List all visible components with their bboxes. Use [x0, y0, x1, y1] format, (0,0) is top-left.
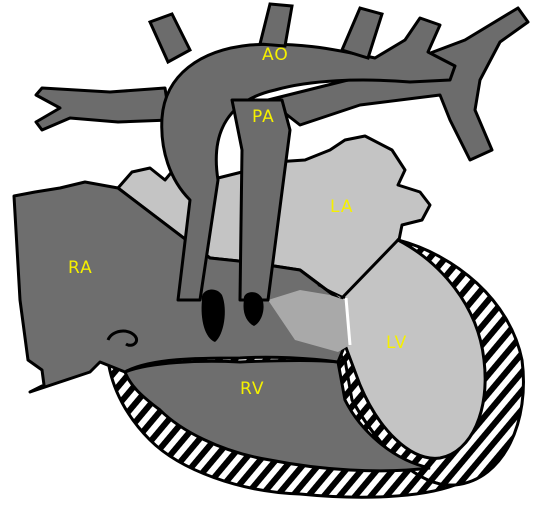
carotid-vessel	[260, 4, 292, 46]
label-rv: RV	[240, 379, 265, 399]
label-pa: PA	[252, 107, 275, 127]
brachiocephalic-vessel	[150, 14, 190, 62]
subclavian-vessel	[342, 8, 382, 58]
label-lv: LV	[386, 333, 407, 353]
label-la: LA	[330, 197, 354, 217]
right-pulmonary-artery	[36, 88, 170, 130]
label-ao: AO	[262, 45, 289, 65]
label-ra: RA	[68, 258, 93, 278]
